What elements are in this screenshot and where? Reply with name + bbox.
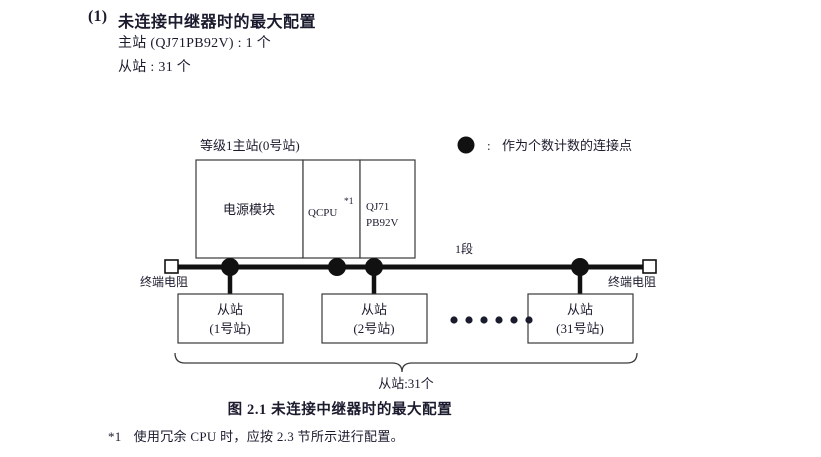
spec-master-count: 主站 (QJ71PB92V) : 1 个 [118,36,272,51]
slave-box-2 [321,293,428,344]
legend-label: 作为个数计数的连接点 [502,138,632,153]
footnote-text: 使用冗余 CPU 时，应按 2.3 节所示进行配置。 [133,429,404,444]
master-module-label-line1: QJ71 [366,201,389,213]
qcpu-module-box [302,159,361,259]
slave-1-label-line1: 从站 [217,302,243,317]
slave-31-label-line2: (31号站) [556,321,604,336]
terminator-left-icon [164,259,179,274]
master-rack-label: 等级1主站(0号站) [200,138,300,153]
slave-2-label-line1: 从站 [361,302,387,317]
master-module-label-line2: PB92V [366,217,398,229]
heading-number: (1) [88,8,108,25]
power-module-box [195,159,304,259]
legend-separator: : [487,138,491,153]
slave-31-label-line1: 从站 [567,302,593,317]
connection-node-master [328,258,346,276]
slave-count-brace [174,352,638,373]
segment-label: 1段 [455,241,473,256]
terminator-left-label: 终端电阻 [140,274,188,289]
footnote-mark: *1 [108,429,122,444]
power-module-label: 电源模块 [223,202,275,217]
slave-count-label: 从站:31个 [378,376,434,391]
terminator-right-icon [642,259,657,274]
spec-slave-count: 从站 : 31 个 [118,60,192,75]
slave-box-1 [177,293,284,344]
legend-dot-icon [457,136,475,154]
master-module-box [359,159,416,259]
page-title: 未连接中继器时的最大配置 [118,14,317,31]
network-configuration-diagram: : 作为个数计数的连接点 等级1主站(0号站) 电源模块 QCPU *1 QJ7… [0,120,821,395]
slave-2-label-line2: (2号站) [353,321,394,336]
slave-1-label-line2: (1号站) [209,321,250,336]
qcpu-footnote-mark: *1 [344,197,354,207]
figure-caption: 图 2.1 未连接中继器时的最大配置 [227,402,453,418]
footnote: *1 使用冗余 CPU 时，应按 2.3 节所示进行配置。 [108,426,404,445]
terminator-right-label: 终端电阻 [608,274,656,289]
slaves-ellipsis [450,316,533,324]
qcpu-module-label: QCPU [308,207,337,219]
